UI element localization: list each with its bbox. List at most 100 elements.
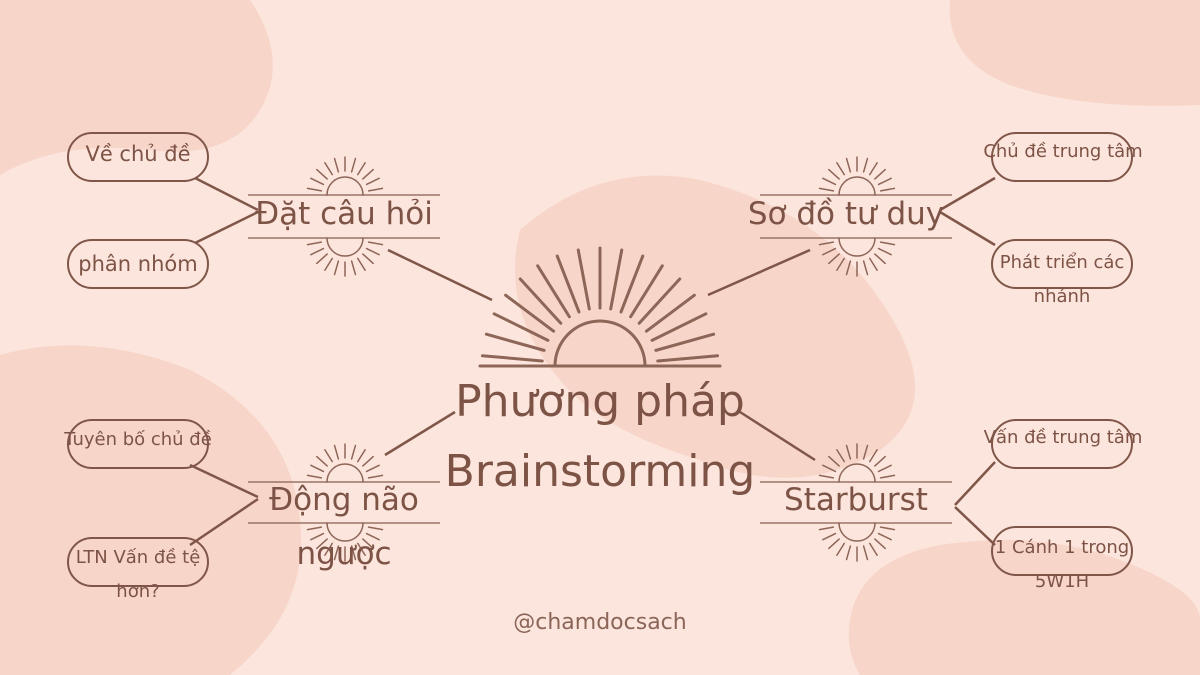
small-sun-ray bbox=[310, 464, 325, 473]
small-sun-ray bbox=[877, 247, 892, 256]
leaf-tuyen-bo-chu-de: Tuyên bố chủ đề bbox=[64, 429, 212, 450]
small-sun-arc bbox=[326, 237, 364, 257]
small-sun-ray bbox=[350, 260, 357, 276]
small-sun-ray bbox=[845, 260, 852, 276]
small-sun-ray bbox=[306, 241, 323, 246]
small-sun-ray bbox=[365, 532, 380, 541]
center-sun-ray bbox=[518, 277, 563, 325]
leaf-nhanh: nhánh bbox=[1033, 286, 1091, 307]
branch-dat-cau-hoi: Đặt câu hỏi bbox=[255, 196, 433, 232]
small-sun-ray bbox=[879, 526, 896, 531]
background-blob bbox=[0, 0, 273, 175]
small-sun-ray bbox=[333, 444, 340, 460]
small-sun-ray bbox=[868, 257, 878, 271]
connector-line bbox=[387, 248, 493, 302]
small-sun-arc bbox=[838, 237, 876, 257]
small-sun-ray bbox=[828, 168, 840, 180]
branch-dong-nao-nguoc-line2: ngược bbox=[296, 536, 392, 572]
small-sun-ray bbox=[306, 526, 323, 531]
connector-line bbox=[939, 210, 996, 247]
small-sun-ray bbox=[862, 157, 869, 173]
small-sun-ray bbox=[822, 247, 837, 256]
small-sun-ray bbox=[362, 253, 374, 265]
small-sun-ray bbox=[874, 455, 886, 467]
small-sun-ray bbox=[845, 545, 852, 561]
connector-line bbox=[707, 248, 811, 297]
small-sun-ray bbox=[818, 474, 835, 479]
small-sun-ray bbox=[362, 538, 374, 550]
small-sun-ray bbox=[310, 532, 325, 541]
small-sun-ray bbox=[356, 542, 366, 556]
small-sun-ray bbox=[324, 542, 334, 556]
background-blob bbox=[515, 175, 915, 478]
small-sun-ray bbox=[862, 444, 869, 460]
small-sun-ray bbox=[877, 532, 892, 541]
branch-dong-nao-nguoc-line1: Động não bbox=[269, 482, 419, 518]
center-sun-ray bbox=[536, 264, 571, 319]
connector-line bbox=[189, 497, 259, 547]
small-sun-ray bbox=[862, 260, 869, 276]
connector-line bbox=[194, 176, 259, 212]
connector-line bbox=[189, 463, 259, 499]
connector-line bbox=[384, 410, 456, 457]
small-sun-ray bbox=[818, 526, 835, 531]
small-sun-ray bbox=[818, 187, 835, 192]
small-sun-ray bbox=[877, 464, 892, 473]
small-sun-ray bbox=[324, 162, 334, 176]
small-sun-arc bbox=[838, 176, 876, 196]
center-sun-ray bbox=[637, 277, 682, 325]
small-sun-ray bbox=[868, 449, 878, 463]
small-sun-ray bbox=[316, 455, 328, 467]
small-sun-ray bbox=[828, 455, 840, 467]
small-sun-ray bbox=[874, 538, 886, 550]
center-sun-ray bbox=[492, 312, 550, 342]
small-sun-ray bbox=[350, 157, 357, 173]
leaf-ve-chu-de: Về chủ đề bbox=[85, 142, 191, 166]
small-sun-ray bbox=[874, 253, 886, 265]
leaf-pill bbox=[991, 419, 1133, 469]
connector-line bbox=[194, 210, 259, 245]
small-sun-ray bbox=[350, 545, 357, 561]
small-sun-ray bbox=[822, 464, 837, 473]
small-sun-ray bbox=[324, 257, 334, 271]
small-sun-arc bbox=[326, 463, 364, 483]
connector-line bbox=[954, 461, 996, 506]
center-sun-arc bbox=[553, 319, 647, 368]
leaf-pill bbox=[991, 132, 1133, 182]
small-sun-arc bbox=[838, 463, 876, 483]
connector-line bbox=[739, 410, 816, 462]
small-sun-ray bbox=[316, 253, 328, 265]
small-sun-ray bbox=[365, 247, 380, 256]
branch-starburst: Starburst bbox=[784, 482, 928, 518]
small-sun-ray bbox=[316, 538, 328, 550]
center-title-line1: Phương pháp bbox=[455, 376, 745, 427]
center-sun-ray bbox=[484, 332, 546, 352]
leaf-pill bbox=[991, 526, 1133, 576]
leaf-canh-trong: 1 Cánh 1 trong bbox=[994, 537, 1130, 558]
small-sun-ray bbox=[818, 241, 835, 246]
leaf-van-de-trung-tam: Vấn đề trung tâm bbox=[983, 427, 1143, 448]
small-sun-ray bbox=[333, 157, 340, 173]
small-sun-ray bbox=[836, 162, 846, 176]
small-sun-ray bbox=[350, 444, 357, 460]
small-sun-ray bbox=[879, 474, 896, 479]
small-sun-ray bbox=[862, 545, 869, 561]
leaf-hon: hơn? bbox=[116, 581, 160, 602]
center-sun-ray bbox=[629, 264, 664, 319]
small-sun-ray bbox=[367, 187, 384, 192]
center-sun-ray bbox=[576, 248, 591, 311]
small-sun-ray bbox=[828, 538, 840, 550]
small-sun-ray bbox=[868, 542, 878, 556]
small-sun-ray bbox=[879, 187, 896, 192]
leaf-pill bbox=[67, 419, 209, 469]
center-sun-ray bbox=[555, 254, 581, 314]
small-sun-ray bbox=[310, 247, 325, 256]
center-sun-ray bbox=[480, 354, 544, 363]
center-sun-ray bbox=[650, 312, 708, 342]
leaf-pill bbox=[67, 537, 209, 587]
center-sun-ray bbox=[504, 293, 556, 333]
leaf-chu-de-trung-tam: Chủ đề trung tâm bbox=[983, 141, 1143, 162]
small-sun-ray bbox=[879, 241, 896, 246]
small-sun-ray bbox=[306, 474, 323, 479]
